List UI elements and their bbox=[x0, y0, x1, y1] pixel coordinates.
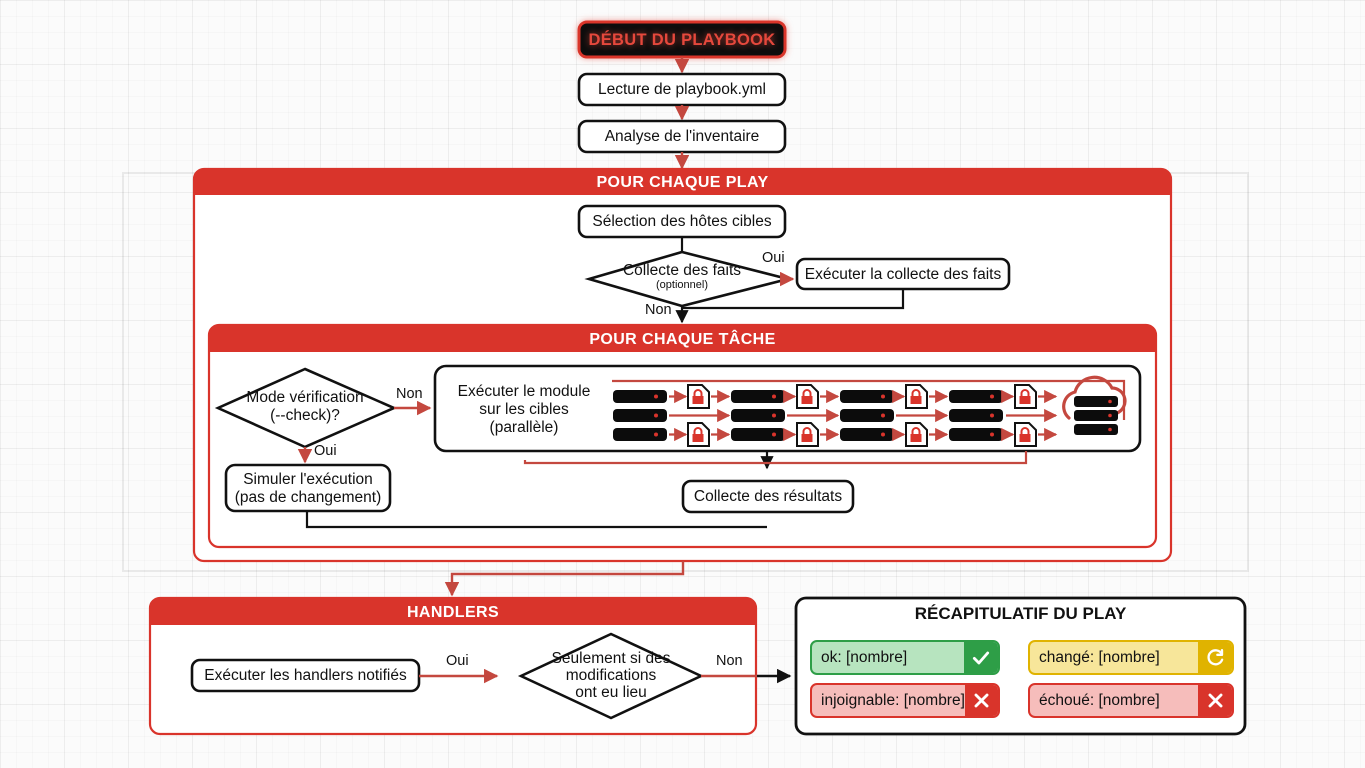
node-select-hosts bbox=[577, 204, 787, 239]
node-read-playbook bbox=[577, 72, 787, 107]
line-simulate-join bbox=[305, 511, 767, 529]
recap-chip-label: ok: [nombre] bbox=[821, 648, 908, 666]
lock-document-icon bbox=[1014, 384, 1037, 409]
cross-icon bbox=[1198, 685, 1232, 716]
pipeline-row bbox=[613, 408, 1058, 423]
check-icon bbox=[964, 642, 998, 673]
start-node bbox=[577, 20, 787, 59]
refresh-icon bbox=[1198, 642, 1232, 673]
edge-label-facts-yes: Oui bbox=[762, 250, 785, 266]
recap-chip-changed-1[interactable]: changé: [nombre] bbox=[1028, 640, 1234, 675]
decision-gather-facts bbox=[584, 250, 789, 308]
section-per-task-title: POUR CHAQUE TÂCHE bbox=[589, 331, 776, 348]
lock-document-icon bbox=[687, 422, 710, 447]
recap-chip-fail-3[interactable]: échoué: [nombre] bbox=[1028, 683, 1234, 718]
pipeline-row bbox=[613, 384, 1058, 409]
lock-document-icon bbox=[905, 422, 928, 447]
lock-document-icon bbox=[796, 384, 819, 409]
parallel-pipeline-graphic bbox=[612, 375, 1127, 447]
recap-chip-label: échoué: [nombre] bbox=[1039, 691, 1160, 709]
recap-chip-fail-2[interactable]: injoignable: [nombre] bbox=[810, 683, 1000, 718]
panel-play-recap-title: RÉCAPITULATIF DU PLAY bbox=[914, 604, 1127, 623]
section-per-play-title: POUR CHAQUE PLAY bbox=[596, 174, 769, 191]
node-collect-results bbox=[681, 479, 855, 514]
recap-chip-ok-0[interactable]: ok: [nombre] bbox=[810, 640, 1000, 675]
edge-label-handlers-yes: Oui bbox=[446, 653, 469, 669]
decision-only-if-changed bbox=[517, 632, 705, 720]
line-task-loop-back bbox=[523, 451, 1028, 465]
recap-chip-label: injoignable: [nombre] bbox=[821, 691, 965, 709]
edge-label-handlers-no: Non bbox=[716, 653, 743, 669]
lock-document-icon bbox=[796, 422, 819, 447]
recap-chip-label: changé: [nombre] bbox=[1039, 648, 1160, 666]
lock-document-icon bbox=[905, 384, 928, 409]
lock-document-icon bbox=[1014, 422, 1037, 447]
cross-icon bbox=[964, 685, 998, 716]
recap-chip-grid: ok: [nombre] changé: [nombre] injoignable:… bbox=[810, 640, 1234, 718]
edge-label-check-no: Non bbox=[396, 386, 423, 402]
node-simulate bbox=[224, 463, 392, 513]
edge-label-check-yes: Oui bbox=[314, 443, 337, 459]
edge-label-facts-no: Non bbox=[645, 302, 672, 318]
line-play-to-handlers bbox=[444, 561, 685, 597]
pipeline-row bbox=[613, 422, 1058, 447]
section-handlers-title: HANDLERS bbox=[406, 604, 500, 621]
node-parse-inventory bbox=[577, 119, 787, 154]
node-run-gather-facts bbox=[795, 257, 1011, 291]
cloud-with-servers-icon bbox=[1062, 375, 1127, 435]
node-run-handlers bbox=[190, 658, 421, 693]
line-facts-return bbox=[675, 289, 905, 324]
lock-document-icon bbox=[687, 384, 710, 409]
